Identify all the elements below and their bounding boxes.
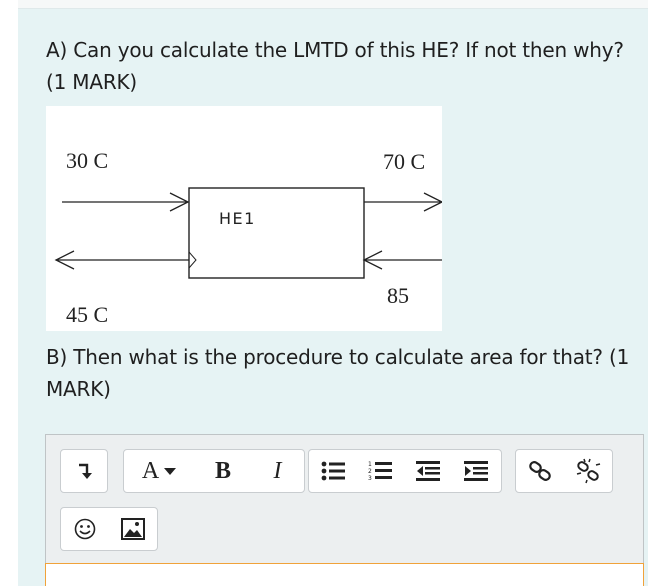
left-margin <box>0 0 18 586</box>
heat-exchanger-diagram: 30 C 70 C 45 C 85 HE1 <box>46 106 442 331</box>
image-icon <box>121 518 145 540</box>
numbered-list-icon: 1 2 3 <box>368 461 393 482</box>
arrow-left-icon <box>54 250 75 270</box>
emoji-button[interactable] <box>61 508 109 550</box>
expand-toolbar-button[interactable] <box>61 450 107 492</box>
toolbar-group-expand <box>60 449 108 493</box>
expand-toolbar-icon <box>79 463 92 479</box>
hot-inlet-temp-label: 30 C <box>66 148 108 173</box>
cold-inlet-temp-label: 85 <box>387 283 409 308</box>
bullet-list-button[interactable] <box>309 450 357 492</box>
arrow-right-icon <box>169 192 190 212</box>
outdent-button[interactable] <box>404 450 452 492</box>
numbered-list-button[interactable]: 1 2 3 <box>357 450 405 492</box>
font-color-icon: A <box>141 457 160 484</box>
bullet-list-icon <box>321 461 345 481</box>
chevron-down-icon <box>164 468 177 475</box>
italic-button[interactable]: I <box>251 450 304 492</box>
emoji-icon <box>74 518 96 540</box>
page-top-band <box>0 0 648 8</box>
svg-text:2: 2 <box>368 468 372 475</box>
question-part-b: B) Then what is the procedure to calcula… <box>46 345 630 401</box>
arrow-tick-icon <box>188 251 197 269</box>
svg-text:1: 1 <box>368 461 372 468</box>
cold-outlet-temp-label: 45 C <box>66 302 108 327</box>
link-icon <box>529 461 551 481</box>
toolbar-group-format: A B I <box>123 449 305 493</box>
toolbar-group-links <box>515 449 613 493</box>
toolbar-group-lists: 1 2 3 <box>308 449 502 493</box>
outdent-icon <box>415 461 440 481</box>
indent-icon <box>464 461 489 481</box>
bold-button[interactable]: B <box>195 450 251 492</box>
unlink-icon <box>576 458 601 484</box>
question-part-a: A) Can you calculate the LMTD of this HE… <box>46 38 624 94</box>
arrow-left-icon <box>362 250 383 270</box>
exchanger-label: HE1 <box>219 209 256 228</box>
unlink-button[interactable] <box>564 450 612 492</box>
exchanger-box <box>188 187 365 279</box>
font-color-button[interactable]: A <box>124 450 195 492</box>
arrow-right-icon <box>423 192 442 212</box>
bold-icon: B <box>214 457 231 484</box>
link-button[interactable] <box>516 450 564 492</box>
indent-button[interactable] <box>452 450 501 492</box>
svg-text:3: 3 <box>368 475 372 482</box>
toolbar-group-insert <box>60 507 158 551</box>
editor-text-area[interactable] <box>45 563 644 586</box>
image-button[interactable] <box>109 508 157 550</box>
rich-text-editor: A B I 1 2 3 <box>45 434 644 586</box>
italic-icon: I <box>273 457 282 484</box>
hot-outlet-temp-label: 70 C <box>383 149 425 174</box>
